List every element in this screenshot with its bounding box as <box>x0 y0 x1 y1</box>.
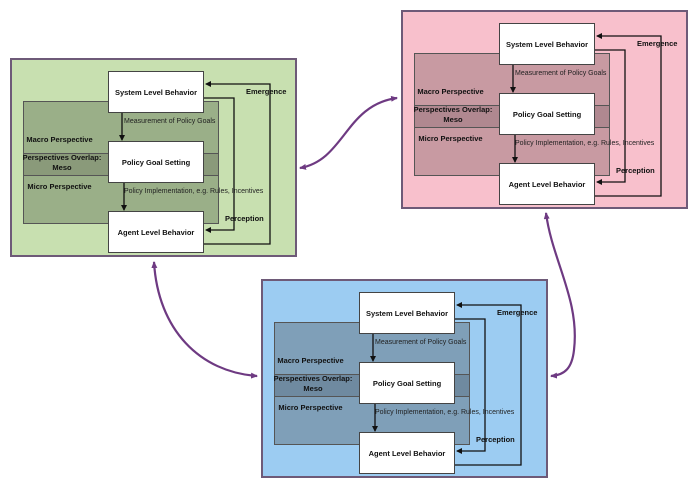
emergence-loop <box>595 33 662 197</box>
implementation-label: Policy Implementation, e.g. Rules, Incen… <box>375 409 515 416</box>
macro-perspective-label: Macro Perspective <box>417 87 484 96</box>
emergence-loop <box>204 81 271 245</box>
macro-perspective-label: Macro Perspective <box>277 356 344 365</box>
emergence-loop <box>455 302 522 466</box>
system-level-behavior-box: System Level Behavior <box>108 71 204 113</box>
agent-level-behavior-box: Agent Level Behavior <box>108 211 204 253</box>
policy-goal-setting-box: Policy Goal Setting <box>499 93 595 135</box>
perception-label: Perception <box>476 435 515 444</box>
connector-green-blue <box>151 261 258 379</box>
agent-level-behavior-box: Agent Level Behavior <box>499 163 595 205</box>
perception-label: Perception <box>616 166 655 175</box>
perception-loop <box>595 49 626 185</box>
meso-overlap-label: Perspectives Overlap: Meso <box>273 374 353 393</box>
measurement-label: Measurement of Policy Goals <box>375 339 467 346</box>
meso-overlap-label: Perspectives Overlap: Meso <box>413 105 493 124</box>
implementation-label: Policy Implementation, e.g. Rules, Incen… <box>124 188 264 195</box>
policy-goal-setting-box: Policy Goal Setting <box>108 141 204 183</box>
system-level-behavior-box: System Level Behavior <box>499 23 595 65</box>
micro-perspective-label: Micro Perspective <box>418 134 483 143</box>
implementation-label: Policy Implementation, e.g. Rules, Incen… <box>515 140 655 147</box>
feedback-lines <box>510 33 662 197</box>
meso-overlap-label: Perspectives Overlap: Meso <box>22 153 102 172</box>
feedback-lines <box>119 81 271 245</box>
agent-level-behavior-box: Agent Level Behavior <box>359 432 455 474</box>
connector-pink-blue <box>543 212 576 379</box>
panel-green: Macro Perspective Perspectives Overlap: … <box>10 58 297 257</box>
panel-pink: Macro Perspective Perspectives Overlap: … <box>401 10 688 209</box>
feedback-lines <box>370 302 522 466</box>
perception-loop <box>455 318 486 454</box>
panel-blue: Macro Perspective Perspectives Overlap: … <box>261 279 548 478</box>
connector-green-pink <box>299 95 398 170</box>
macro-perspective-label: Macro Perspective <box>26 135 93 144</box>
micro-perspective-label: Micro Perspective <box>278 403 343 412</box>
policy-goal-setting-box: Policy Goal Setting <box>359 362 455 404</box>
system-level-behavior-box: System Level Behavior <box>359 292 455 334</box>
emergence-label: Emergence <box>246 87 287 96</box>
emergence-label: Emergence <box>497 308 538 317</box>
measurement-label: Measurement of Policy Goals <box>515 70 607 77</box>
micro-perspective-label: Micro Perspective <box>27 182 92 191</box>
perception-label: Perception <box>225 214 264 223</box>
perception-loop <box>204 97 235 233</box>
emergence-label: Emergence <box>637 39 678 48</box>
measurement-label: Measurement of Policy Goals <box>124 118 216 125</box>
